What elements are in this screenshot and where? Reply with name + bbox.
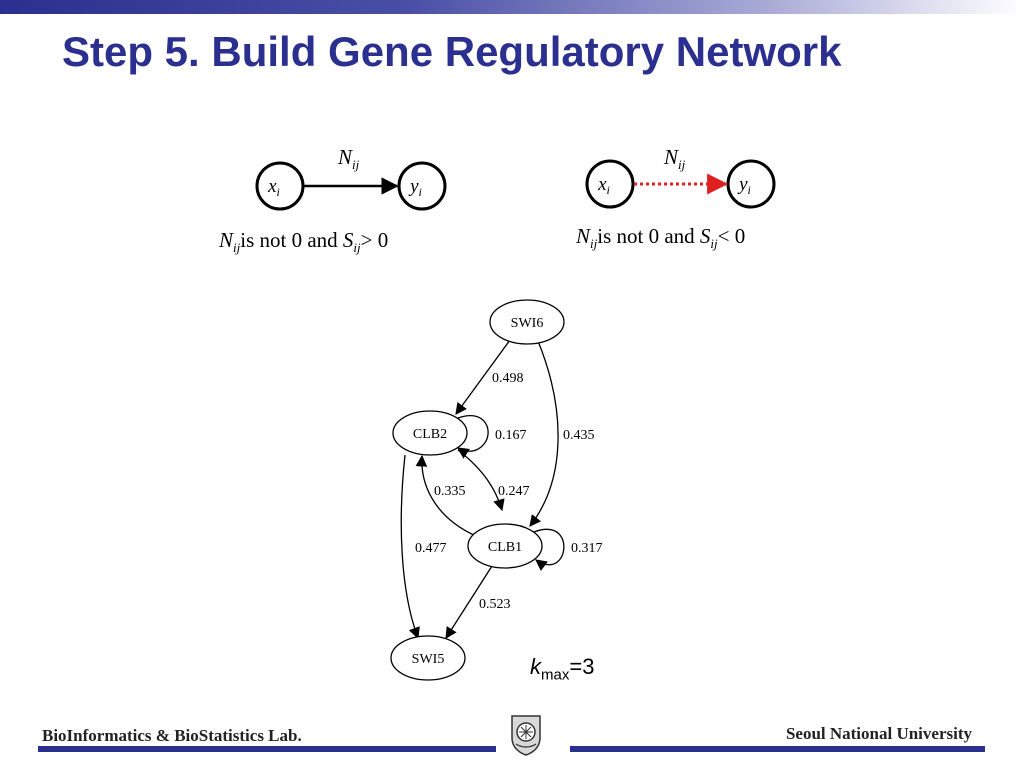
footer-lab-name: BioInformatics & BioStatistics Lab.: [42, 726, 302, 745]
legend-negative-caption: Nijis not 0 and Sij< 0: [575, 224, 745, 251]
edge-weight-clb2-swi5: 0.477: [415, 541, 447, 556]
node-swi6: SWI6: [489, 299, 565, 345]
legend-positive: xi yi Nij Nijis not 0 and Sij> 0: [218, 145, 447, 255]
k-max-symbol: k: [530, 654, 541, 679]
legend-negative-edge-label: Nij: [663, 145, 686, 172]
legend-negative-source-label: xi: [597, 174, 610, 197]
node-clb2: CLB2: [392, 410, 468, 456]
edge-clb2-clb1: [457, 449, 505, 512]
edge-weight-clb2-clb2: 0.167: [495, 428, 527, 443]
edge-weight-clb2-clb1: 0.247: [498, 484, 530, 499]
university-emblem-icon: [511, 715, 541, 756]
edge-weight-clb1-clb2: 0.335: [434, 484, 466, 499]
edge-clb1-clb2: [415, 454, 477, 537]
legend-positive-edge-label: Nij: [337, 145, 360, 172]
node-clb1: CLB1: [467, 523, 543, 569]
legend-positive-source-node: [255, 161, 305, 211]
legend-positive-target-label: yi: [408, 176, 422, 199]
edge-weight-swi6-clb2: 0.498: [492, 371, 524, 386]
edge-weight-clb1-swi5: 0.523: [479, 597, 511, 612]
legend-positive-caption: Nijis not 0 and Sij> 0: [218, 228, 388, 255]
node-clb1-label: CLB1: [488, 540, 522, 555]
slide-title: Step 5. Build Gene Regulatory Network: [62, 28, 842, 75]
legend-negative-target-node: [726, 159, 776, 209]
legend-negative-source-node: [585, 159, 635, 209]
footer-bar-right: [570, 746, 985, 752]
node-clb2-label: CLB2: [413, 427, 447, 442]
node-swi6-label: SWI6: [511, 316, 544, 331]
k-max-subscript: max: [541, 666, 570, 684]
edge-swi6-clb1: [529, 340, 559, 527]
k-max-value: =3: [569, 654, 595, 679]
legend-positive-target-node: [397, 161, 447, 211]
edge-weight-swi6-clb1: 0.435: [563, 428, 595, 443]
top-gradient-bar: [0, 0, 1024, 14]
edge-clb1-swi5: [445, 565, 493, 639]
edge-swi6-clb2: [455, 339, 511, 415]
edge-weight-clb1-clb1: 0.317: [571, 541, 603, 556]
legend-positive-source-label: xi: [267, 176, 280, 199]
node-swi5-label: SWI5: [412, 652, 445, 667]
footer-bar-left: [38, 746, 496, 752]
legend-negative: xi yi Nij Nijis not 0 and Sij< 0: [575, 145, 776, 251]
k-max-label: kmax=3: [530, 654, 594, 683]
regulatory-network: SWI6 CLB2 CLB1 SWI5 0.498 0.435 0.167 0.…: [390, 299, 603, 681]
edge-clb2-swi5: [400, 454, 420, 640]
edge-clb2-clb2: [457, 415, 489, 459]
footer-university-name: Seoul National University: [785, 724, 972, 743]
legend-negative-target-label: yi: [737, 174, 751, 197]
edge-clb1-clb1: [533, 528, 565, 571]
node-swi5: SWI5: [390, 635, 466, 681]
